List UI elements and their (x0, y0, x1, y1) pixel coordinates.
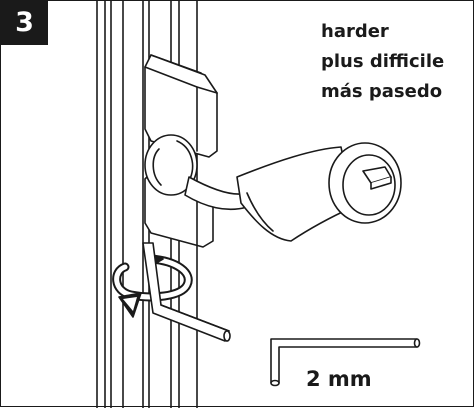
hex-key-inserted (142, 242, 231, 342)
instruction-caption: harder plus difficile más pasedo (321, 17, 471, 107)
pivot-knob (144, 134, 198, 196)
end-cap (328, 142, 402, 224)
caption-spanish: más pasedo (321, 81, 443, 102)
hinge-arm (184, 146, 354, 242)
caption-english: harder (321, 21, 389, 42)
hinge-block (144, 54, 218, 158)
hex-key-icon (270, 338, 421, 387)
hex-key-size-label: 2 mm (306, 367, 372, 391)
caption-french: plus difficile (321, 51, 445, 72)
step-number-badge: 3 (1, 1, 48, 45)
